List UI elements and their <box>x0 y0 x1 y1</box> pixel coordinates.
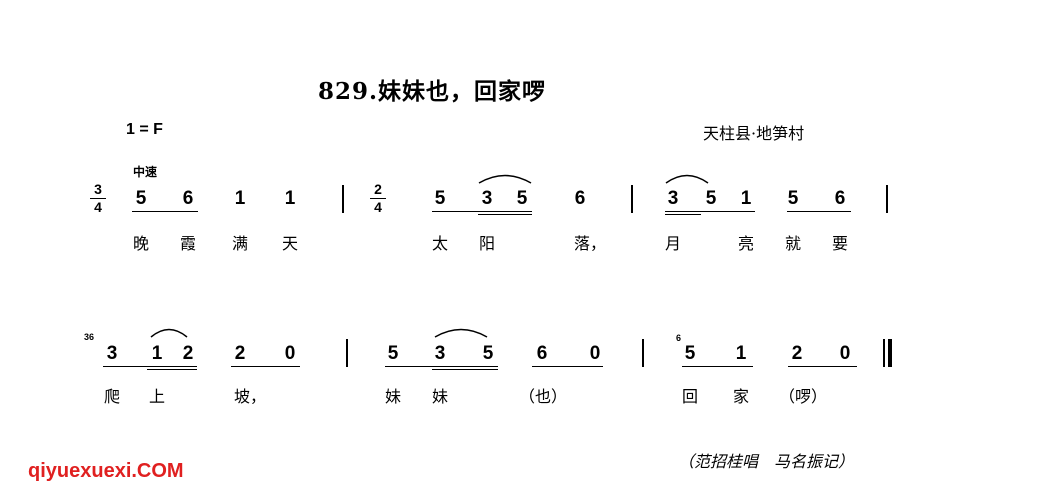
lyric: 坡， <box>233 387 267 406</box>
lyric: 天 <box>281 234 299 253</box>
lyric: 要 <box>831 234 849 253</box>
beam-line <box>787 211 851 212</box>
lyric: 上 <box>148 387 166 406</box>
beam-line <box>432 211 532 212</box>
beam-line <box>788 366 857 367</box>
lyric: （也） <box>518 387 568 406</box>
note: 1 <box>284 188 296 209</box>
tempo-marking: 中速 <box>133 165 158 179</box>
lyric: 晚 <box>132 234 150 253</box>
grace-note: 36 <box>84 332 95 342</box>
lyric: 满 <box>231 234 249 253</box>
lyric: 月 <box>664 234 682 253</box>
slur <box>478 174 532 184</box>
note: 6 <box>536 343 548 364</box>
note: 5 <box>387 343 399 364</box>
final-barline-thin <box>883 339 885 367</box>
credit: （范招桂唱 马名振记） <box>678 452 855 471</box>
note: 1 <box>740 188 752 209</box>
note: 6 <box>574 188 586 209</box>
barline <box>342 185 344 213</box>
beam-line <box>532 366 603 367</box>
lyric: 落， <box>573 234 607 253</box>
grace-note: 6 <box>676 333 682 343</box>
note: 6 <box>182 188 194 209</box>
song-title: 829.妹妹也，回家啰 <box>318 78 547 105</box>
note: 0 <box>284 343 296 364</box>
lyric: 爬 <box>103 387 121 406</box>
note: 5 <box>787 188 799 209</box>
beam-line <box>665 214 701 215</box>
note: 3 <box>106 343 118 364</box>
lyric: 妹 <box>384 387 402 406</box>
beam-line <box>665 211 755 212</box>
note: 6 <box>834 188 846 209</box>
note: 5 <box>482 343 494 364</box>
beam-line <box>385 366 498 367</box>
slur <box>665 174 709 184</box>
lyric: 阳 <box>478 234 496 253</box>
slur <box>434 328 488 338</box>
note: 5 <box>516 188 528 209</box>
barline <box>642 339 644 367</box>
note: 0 <box>589 343 601 364</box>
final-barline-thick <box>888 339 892 367</box>
beam-line <box>432 369 498 370</box>
beam-line <box>147 369 197 370</box>
beam-line <box>132 211 198 212</box>
note: 3 <box>481 188 493 209</box>
note: 1 <box>151 343 163 364</box>
lyric: 家 <box>732 387 750 406</box>
barline <box>346 339 348 367</box>
note: 5 <box>135 188 147 209</box>
watermark: qiyuexuexi.COM <box>28 460 184 482</box>
beam-line <box>231 366 300 367</box>
lyric: 太 <box>431 234 449 253</box>
lyric: 亮 <box>737 234 755 253</box>
note: 2 <box>791 343 803 364</box>
lyric: 就 <box>784 234 802 253</box>
note: 2 <box>182 343 194 364</box>
note: 2 <box>234 343 246 364</box>
note: 1 <box>735 343 747 364</box>
note: 5 <box>705 188 717 209</box>
note: 1 <box>234 188 246 209</box>
note: 3 <box>667 188 679 209</box>
beam-line <box>682 366 753 367</box>
lyric: 妹 <box>431 387 449 406</box>
lyric: 霞 <box>179 234 197 253</box>
note: 5 <box>434 188 446 209</box>
beam-line <box>103 366 197 367</box>
beam-line <box>478 214 532 215</box>
location: 天柱县·地笋村 <box>703 124 805 143</box>
barline <box>631 185 633 213</box>
lyric: （啰） <box>778 387 828 406</box>
key-signature: 1 = F <box>126 121 163 138</box>
slur <box>150 328 188 338</box>
lyric: 回 <box>681 387 699 406</box>
note: 0 <box>839 343 851 364</box>
note: 3 <box>434 343 446 364</box>
note: 5 <box>684 343 696 364</box>
barline <box>886 185 888 213</box>
